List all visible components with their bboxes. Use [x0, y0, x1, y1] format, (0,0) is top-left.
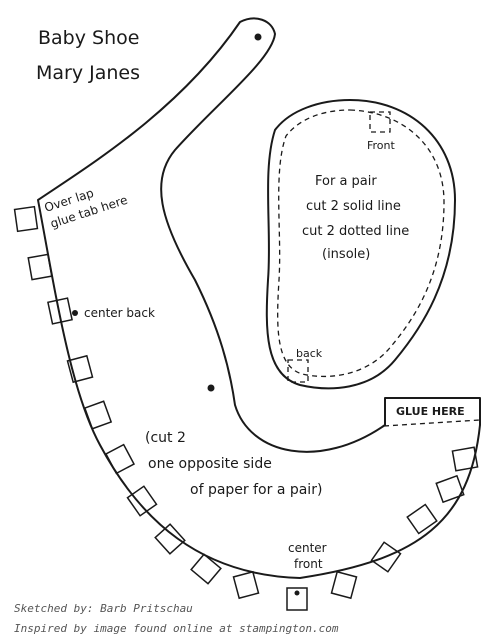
glue-here-label: GLUE HERE: [396, 405, 465, 418]
glue-tab: [13, 205, 39, 233]
center-front-dot: [294, 590, 300, 596]
glue-tab: [126, 485, 158, 517]
sole-note-line-1: For a pair: [315, 174, 377, 189]
glue-here-fold-line: [383, 419, 481, 427]
title-line-1: Baby Shoe: [38, 27, 139, 49]
center-back-dot: [72, 310, 78, 316]
sole-note-line-2: cut 2 solid line: [306, 199, 401, 214]
sole-note-line-4: (insole): [322, 247, 370, 262]
glue-tab: [451, 446, 479, 472]
sole-front-mark: [369, 111, 391, 133]
cut-note-line-2: one opposite side: [148, 456, 272, 472]
glue-tab: [435, 474, 465, 504]
shoe-upper-outline: [37, 17, 481, 579]
glue-tabs: [13, 205, 479, 611]
glue-tab: [66, 354, 94, 384]
glue-tab: [330, 570, 358, 600]
sole-note-line-3: cut 2 dotted line: [302, 224, 409, 239]
title-line-2: Mary Janes: [36, 62, 140, 84]
center-front-line-1: center: [288, 541, 327, 555]
sole-back-label: back: [296, 347, 323, 360]
sole-back-mark: [287, 359, 309, 383]
glue-tab: [286, 587, 308, 611]
cut-note-line-3: of paper for a pair): [190, 482, 322, 498]
credit-line-1: Sketched by: Barb Pritschau: [14, 602, 193, 615]
glue-tab: [370, 541, 402, 573]
glue-tab: [104, 443, 136, 475]
sole-front-label: Front: [367, 139, 396, 152]
strap-hole: [254, 33, 262, 41]
center-back-label: center back: [84, 306, 155, 320]
glue-tab: [232, 570, 260, 600]
cut-note-line-1: (cut 2: [145, 430, 186, 446]
glue-tab: [47, 297, 73, 325]
center-front-line-2: front: [294, 557, 323, 571]
glue-tab: [27, 253, 53, 281]
glue-tab: [154, 523, 186, 555]
glue-tab: [190, 553, 222, 585]
sole-outline: [265, 99, 456, 390]
glue-tab: [83, 400, 113, 430]
glue-tab: [406, 503, 438, 535]
insole-outline: [277, 109, 445, 378]
credit-line-2: Inspired by image found online at stampi…: [14, 622, 339, 635]
strap-hole: [207, 384, 215, 392]
